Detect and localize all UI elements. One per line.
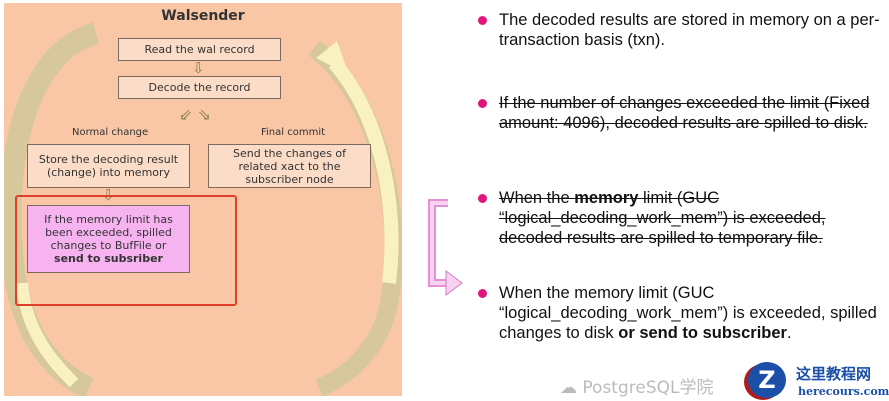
- site-logo-icon: Z: [748, 362, 786, 398]
- site-url: herecours.com: [798, 385, 889, 398]
- bullet-text: When the memory limit (GUC “logical_deco…: [499, 283, 886, 343]
- bullet-text-pre: When the memory limit (GUC “logical_deco…: [499, 284, 877, 342]
- bullet-text-bold: memory: [574, 189, 639, 207]
- highlight-frame: [15, 195, 237, 306]
- diagram-title: Walsender: [161, 8, 245, 24]
- read-record-box: Read the wal record: [118, 38, 281, 61]
- spill-bold-text: send to subsriber: [54, 252, 163, 265]
- bullet-dot-icon: [478, 16, 487, 25]
- bullet-text-pre: When the: [499, 189, 575, 207]
- wechat-watermark: ☁ PostgreSQL学院: [560, 378, 714, 398]
- bracket-arrow-icon: [428, 199, 463, 296]
- store-result-box: Store the decoding result (change) into …: [27, 144, 190, 188]
- bullet-text-post: limit (GUC “logical_decoding_work_mem”) …: [499, 189, 826, 247]
- bullet-4: When the memory limit (GUC “logical_deco…: [478, 283, 886, 343]
- walsender-panel: Walsender Read the wal record ⇩ Decode t…: [4, 3, 402, 396]
- send-changes-box: Send the changes of related xact to the …: [208, 144, 371, 188]
- site-name: 这里教程网: [796, 365, 872, 383]
- normal-change-label: Normal change: [72, 127, 149, 138]
- final-commit-label: Final commit: [261, 127, 326, 138]
- down-arrow-icon: ⇩: [192, 59, 205, 77]
- spill-text: If the memory limit has been exceeded, s…: [44, 213, 173, 252]
- spill-box: If the memory limit has been exceeded, s…: [27, 205, 190, 273]
- decode-record-box: Decode the record: [118, 76, 281, 99]
- bullet-dot-icon: [478, 289, 487, 298]
- bullet-text: The decoded results are stored in memory…: [499, 11, 880, 49]
- wechat-watermark-text: PostgreSQL学院: [582, 378, 714, 398]
- cycle-arrows: [4, 22, 402, 396]
- bullet-3: When the memory limit (GUC “logical_deco…: [478, 188, 886, 248]
- bullet-2: If the number of changes exceeded the li…: [478, 93, 886, 133]
- split-arrows-icon: ⇙ ⇘: [179, 105, 211, 124]
- bullet-text: When the memory limit (GUC “logical_deco…: [499, 188, 886, 248]
- bullet-text: If the number of changes exceeded the li…: [499, 94, 870, 132]
- bullet-text-bold: or send to subscriber: [618, 324, 787, 342]
- bullet-dot-icon: [478, 194, 487, 203]
- bullet-dot-icon: [478, 99, 487, 108]
- bullet-text-post: .: [786, 324, 792, 342]
- bullet-1: The decoded results are stored in memory…: [478, 10, 886, 50]
